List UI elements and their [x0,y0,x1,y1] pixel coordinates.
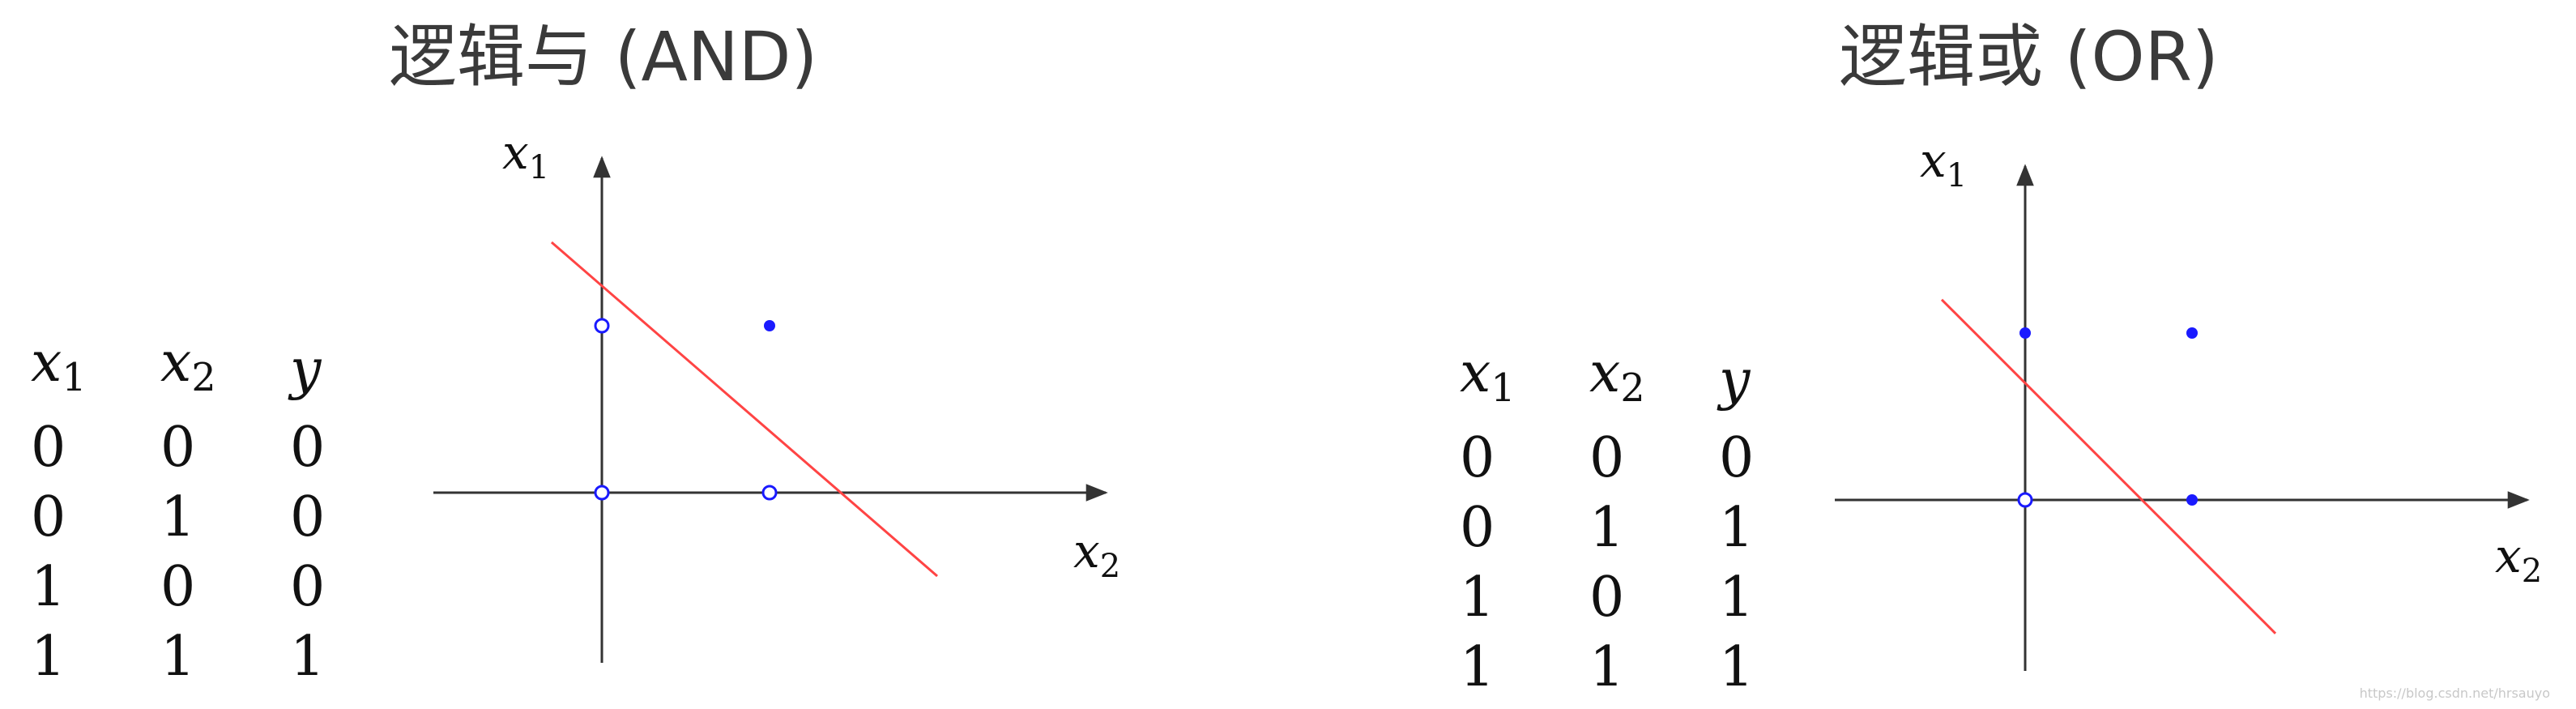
table-cell: 1 [1719,634,1755,699]
table-row: 1 1 1 [1460,633,1849,703]
x2-axis-label: x2 [1073,523,1120,585]
variable-symbol: y [290,338,322,403]
variable-symbol: y [1719,348,1751,413]
hollow-point [761,485,778,501]
table-header-cell: x1 [31,328,160,413]
variable-subscript: 2 [191,355,216,400]
table-cell: 1 [31,554,66,619]
table-cell: 0 [1460,495,1495,560]
table-cell: 1 [1460,565,1495,630]
filled-point [764,320,775,331]
table-cell: 0 [1719,425,1755,490]
table-cell: 1 [31,624,66,689]
x1-axis-label: x1 [502,125,549,186]
variable-subscript: 2 [1620,365,1645,411]
table-row: 1 0 0 [31,553,420,622]
table-cell: 0 [160,415,196,480]
table-header-row: x1 x2 y [1460,339,1849,424]
variable-symbol: x1 [1460,341,1516,411]
decision-boundary-line [550,241,938,578]
table-cell: 1 [290,624,326,689]
table-row: 0 0 0 [1460,424,1849,493]
table-cell: 0 [160,554,196,619]
table-cell: 1 [1460,634,1495,699]
table-header-cell: x2 [160,328,290,413]
axis-label-symbol: x [1073,523,1100,579]
hollow-point [2017,492,2033,508]
table-cell: 1 [1589,495,1625,560]
table-cell: 0 [31,415,66,480]
variable-symbol: x2 [1589,341,1645,411]
table-header-cell: y [290,328,420,413]
table-cell: 1 [1719,495,1755,560]
table-cell: 1 [160,624,196,689]
filled-point [2186,494,2198,506]
variable-subscript: 1 [62,355,87,400]
axis-label-subscript: 2 [1100,548,1120,585]
hollow-point [594,318,610,334]
table-cell: 0 [1460,425,1495,490]
variable-symbol: x1 [31,331,87,400]
table-cell: 0 [290,554,326,619]
table-row: 0 1 1 [1460,493,1849,563]
table-cell: 0 [1589,425,1625,490]
table-header-cell: x2 [1589,339,1719,424]
table-row: 0 0 0 [31,413,420,483]
table-row: 0 1 0 [31,483,420,553]
variable-subscript: 1 [1491,365,1516,411]
decision-boundary-line [1940,298,2277,634]
table-row: 1 0 1 [1460,563,1849,633]
table-header-row: x1 x2 y [31,328,420,413]
table-cell: 0 [1589,565,1625,630]
table-cell: 0 [290,485,326,549]
filled-point [2186,327,2198,339]
axis-label-subscript: 1 [529,149,549,186]
table-cell: 0 [31,485,66,549]
watermark: https://blog.csdn.net/hrsauyo [2359,686,2550,701]
table-cell: 0 [290,415,326,480]
variable-symbol: x2 [160,331,216,400]
table-header-cell: y [1719,339,1849,424]
filled-point [2019,327,2031,339]
axis-label-symbol: x [1920,133,1947,188]
table-header-cell: x1 [1460,339,1589,424]
axis-label-symbol: x [502,125,529,180]
x1-axis-label: x1 [1920,133,1967,194]
x2-axis-label: x2 [2495,528,2542,590]
table-cell: 1 [1719,565,1755,630]
panel-title: 逻辑与 (AND) [389,17,818,96]
axis-label-subscript: 1 [1947,157,1967,194]
axis-label-symbol: x [2495,528,2522,583]
table-cell: 1 [1589,634,1625,699]
hollow-point [594,485,610,501]
axis-label-subscript: 2 [2522,553,2542,590]
panel-title: 逻辑或 (OR) [1839,17,2219,96]
table-cell: 1 [160,485,196,549]
table-row: 1 1 1 [31,622,420,692]
